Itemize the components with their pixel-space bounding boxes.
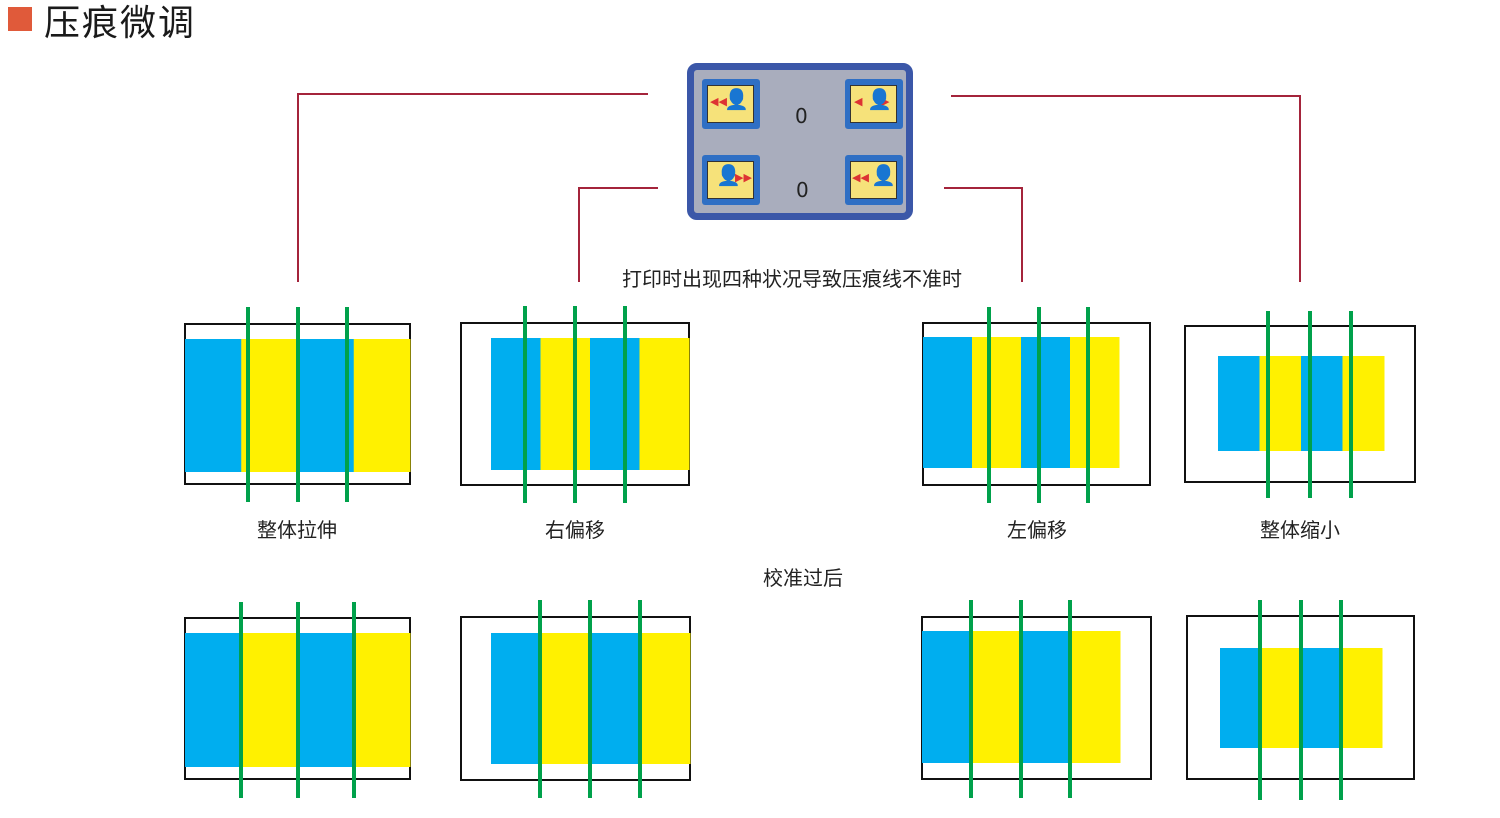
color-band-7-4: [1070, 631, 1121, 763]
color-band-3-2: [972, 337, 1022, 468]
label-shift-right: 右偏移: [545, 518, 605, 542]
color-band-1-2: [241, 339, 298, 472]
color-band-2-3: [590, 338, 640, 470]
caption-calibrated: 校准过后: [763, 566, 843, 590]
page-title: 压痕微调: [44, 3, 197, 44]
color-band-4-2: [1259, 356, 1302, 451]
label-shrink: 整体缩小: [1260, 518, 1340, 542]
color-band-4-1: [1218, 356, 1260, 451]
connector-line-2: [578, 187, 658, 282]
panel-value-top: 0: [795, 104, 808, 128]
color-band-8-1: [1220, 648, 1261, 748]
connector-line-1: [297, 93, 648, 282]
color-band-4-4: [1342, 356, 1385, 451]
color-band-6-4: [640, 633, 691, 764]
caption-problem: 打印时出现四种状况导致压痕线不准时: [622, 267, 962, 291]
color-band-8-3: [1301, 648, 1342, 748]
color-band-5-4: [353, 633, 411, 767]
stretch-icon[interactable]: ◀▶👤: [845, 79, 903, 129]
color-band-2-2: [540, 338, 591, 470]
color-band-7-2: [971, 631, 1022, 763]
label-shift-left: 左偏移: [1007, 518, 1067, 542]
color-band-8-2: [1260, 648, 1302, 748]
color-band-3-1: [923, 337, 973, 468]
color-band-7-1: [922, 631, 972, 763]
color-band-1-4: [353, 339, 411, 472]
connector-line-4: [951, 95, 1301, 282]
shift-right-icon[interactable]: 👤▶▶: [702, 155, 760, 205]
color-band-6-2: [540, 633, 591, 764]
color-band-4-3: [1301, 356, 1343, 451]
color-band-5-3: [297, 633, 355, 767]
color-band-8-4: [1341, 648, 1383, 748]
label-stretch: 整体拉伸: [257, 518, 337, 542]
color-band-6-3: [590, 633, 641, 764]
title-square-icon: [8, 7, 32, 31]
connector-line-3: [944, 187, 1023, 282]
shift-left-icon[interactable]: ◀◀👤: [702, 79, 760, 129]
color-band-5-1: [185, 633, 242, 767]
panel-value-bottom: 0: [796, 178, 809, 202]
color-band-6-1: [491, 633, 542, 764]
color-band-7-3: [1021, 631, 1071, 763]
color-band-3-4: [1070, 337, 1120, 468]
color-band-2-1: [491, 338, 541, 470]
color-band-1-1: [185, 339, 242, 472]
shrink-icon[interactable]: ◀◀👤: [845, 155, 903, 205]
color-band-5-2: [241, 633, 298, 767]
color-band-3-3: [1021, 337, 1071, 468]
color-band-2-4: [639, 338, 690, 470]
control-panel: ◀◀👤 ◀▶👤 👤▶▶ ◀◀👤 0 0: [687, 63, 913, 220]
color-band-1-3: [297, 339, 355, 472]
